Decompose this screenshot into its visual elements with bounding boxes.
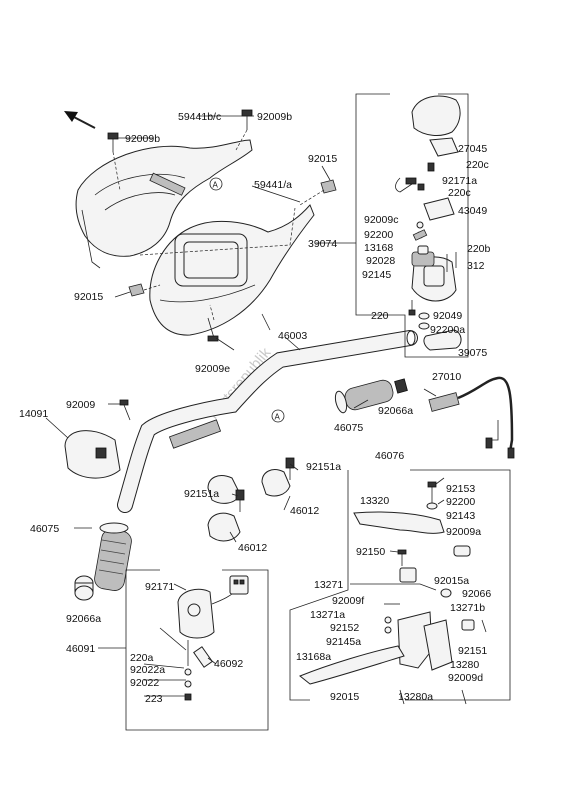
brake-lever-group-frame (405, 469, 511, 701)
label-46092: 46092 (214, 658, 243, 670)
label-46012-a: 46012 (290, 505, 319, 517)
front-direction-arrow (64, 111, 96, 129)
left-grip (94, 522, 132, 591)
label-92015-b: 92015 (74, 291, 103, 303)
label-92028: 92028 (366, 255, 395, 267)
label-13271: 13271 (314, 579, 343, 591)
label-13320: 13320 (360, 495, 389, 507)
label-92200-b: 92200 (446, 496, 475, 508)
brake-lever-group-frame-left (289, 470, 349, 701)
label-92153: 92153 (446, 483, 475, 495)
label-92009: 92009 (66, 399, 95, 411)
label-220b: 220b (467, 243, 491, 255)
label-92066a-right: 92066a (378, 405, 413, 417)
label-92151: 92151 (458, 645, 487, 657)
label-92022: 92022 (130, 677, 159, 689)
left-bar-end-weight (74, 575, 94, 601)
throttle-case-27045 (395, 95, 461, 193)
label-92145: 92145 (362, 269, 391, 281)
label-92009e: 92009e (195, 363, 230, 375)
label-39075: 39075 (458, 347, 487, 359)
left-switch-small-parts (184, 640, 213, 701)
cover-dashed-leaders (112, 129, 325, 321)
label-13168: 13168 (364, 242, 393, 254)
label-59441-a: 59441/a (254, 179, 292, 191)
left-switch-housing-46091 (177, 575, 249, 639)
throttle-lever-housing (411, 251, 462, 351)
label-13271b: 13271b (450, 602, 485, 614)
label-92009a: 92009a (446, 526, 481, 538)
label-59441b-c: 59441b/c (178, 111, 221, 123)
left-switch-frame (125, 569, 269, 731)
label-92171a: 92171a (442, 175, 477, 187)
label-27010: 27010 (432, 371, 461, 383)
label-46075-right: 46075 (334, 422, 363, 434)
label-220: 220 (371, 310, 389, 322)
throttle-cable-27010 (428, 376, 515, 459)
brake-small-parts (384, 481, 487, 705)
label-39074: 39074 (308, 238, 337, 250)
label-92152: 92152 (330, 622, 359, 634)
handlebar-tube (117, 330, 418, 513)
handlebar-holder-14091 (64, 430, 121, 479)
throttle-assembly-frame (355, 93, 469, 358)
leader-lines (45, 115, 445, 697)
label-220c-a: 220c (466, 159, 489, 171)
label-92022a: 92022a (130, 664, 165, 676)
label-220a: 220a (130, 652, 154, 664)
label-92171: 92171 (145, 581, 174, 593)
handlebar-cover-lower (149, 204, 315, 336)
cover-screws (107, 109, 337, 342)
label-13271a: 13271a (310, 609, 345, 621)
label-92200: 92200 (364, 229, 393, 241)
label-312: 312 (467, 260, 485, 272)
label-13280: 13280 (450, 659, 479, 671)
brake-master-cylinder (397, 611, 453, 671)
label-92009d: 92009d (448, 672, 483, 684)
label-92015-a: 92015 (308, 153, 337, 165)
label-92009b-a: 92009b (257, 111, 292, 123)
label-92009b-b: 92009b (125, 133, 160, 145)
label-46012-b: 46012 (238, 542, 267, 554)
throttle-small-parts (408, 162, 457, 330)
label-14091: 14091 (19, 408, 48, 420)
right-grip (334, 378, 408, 414)
label-92066a-left: 92066a (66, 613, 101, 625)
label-92200a: 92200a (430, 324, 465, 336)
label-46091: 46091 (66, 643, 95, 655)
part-labels: 59441b/c 92009b 92009b 92015 59441/a 920… (19, 111, 491, 705)
label-43049: 43049 (458, 205, 487, 217)
label-223: 223 (145, 693, 163, 705)
label-92009f: 92009f (332, 595, 364, 607)
label-92151a-a: 92151a (306, 461, 341, 473)
svg-text:A: A (213, 181, 219, 190)
callout-a-circles: A A (209, 177, 285, 423)
throttle-cover-43049 (423, 197, 455, 221)
label-27045: 27045 (458, 143, 487, 155)
label-92143: 92143 (446, 510, 475, 522)
svg-text:A: A (275, 413, 281, 422)
label-46076: 46076 (375, 450, 404, 462)
label-46003: 46003 (278, 330, 307, 342)
brake-lever-13320 (353, 511, 445, 534)
label-13168a: 13168a (296, 651, 331, 663)
label-92049: 92049 (433, 310, 462, 322)
label-92015-c: 92015 (330, 691, 359, 703)
label-92066: 92066 (462, 588, 491, 600)
label-92015a: 92015a (434, 575, 469, 587)
label-220c-b: 220c (448, 187, 471, 199)
label-92009c: 92009c (364, 214, 398, 226)
label-92150: 92150 (356, 546, 385, 558)
brake-lever-13168a (299, 645, 405, 685)
label-92151a-b: 92151a (184, 488, 219, 500)
label-92145a: 92145a (326, 636, 361, 648)
label-13280a: 13280a (398, 691, 433, 703)
handlebar-clamp-upper (207, 469, 291, 504)
label-46075-left: 46075 (30, 523, 59, 535)
handlebar-clamp-lower (207, 512, 241, 542)
handlebar-cover-upper (75, 139, 253, 269)
